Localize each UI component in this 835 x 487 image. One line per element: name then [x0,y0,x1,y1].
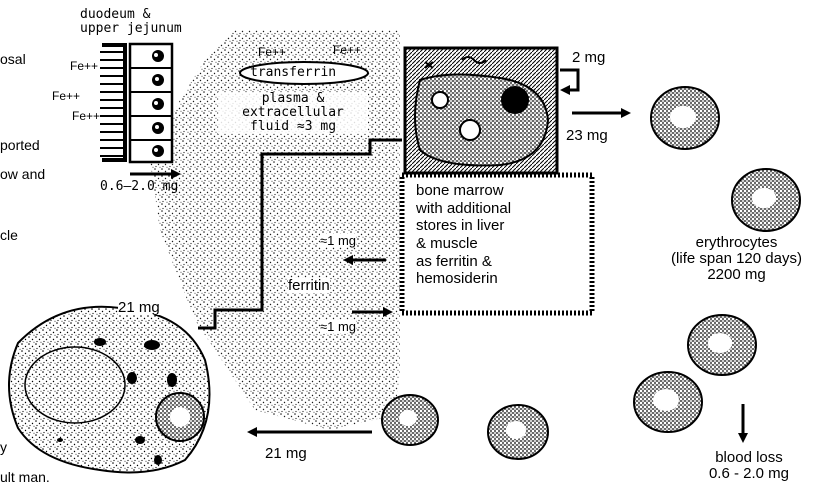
macrophage-in-label: 21 mg [265,446,307,461]
recycle-arrow [560,70,578,90]
ferritin-label: ferritin [288,278,330,293]
transferrin-label: transferrin [250,66,336,79]
blood-loss-label: blood loss 0.6 - 2.0 mg [674,450,824,482]
fe-label-left: Fe++ [258,46,286,58]
left-fe-2: Fe++ [52,90,80,102]
marrow-to-rbc-label: 23 mg [566,128,608,143]
bone-marrow-text: bone marrow with additional stores in li… [416,182,511,288]
left-fragment-5: y [0,440,7,454]
left-fragment-2: ported [0,138,40,152]
bone-marrow-cells [405,48,557,173]
ferritin-out-label: ≈1 mg [320,320,356,333]
left-fe-3: Fe++ [72,110,100,122]
ferritin-in-label: ≈1 mg [320,234,356,247]
left-fragment-3: ow and [0,167,45,181]
left-fragment-1: osal [0,52,26,66]
macrophage-cell [9,307,210,473]
duodenum-label: duodeum & upper jejunum [80,8,182,36]
fe-label-right: Fe++ [333,44,361,56]
left-fragment-6: ult man. [0,470,50,484]
left-fe-1: Fe++ [70,60,98,72]
macrophage-out-label: 21 mg [118,300,160,315]
plasma-label: plasma & extracellular fluid ≈3 mg [218,92,368,134]
erythrocytes-label: erythrocytes (life span 120 days) 2200 m… [638,235,835,284]
intestinal-epithelium [100,44,172,162]
absorption-label: 0.6–2.0 mg [100,180,178,193]
left-fragment-4: cle [0,228,18,242]
recycle-label: 2 mg [572,50,605,65]
